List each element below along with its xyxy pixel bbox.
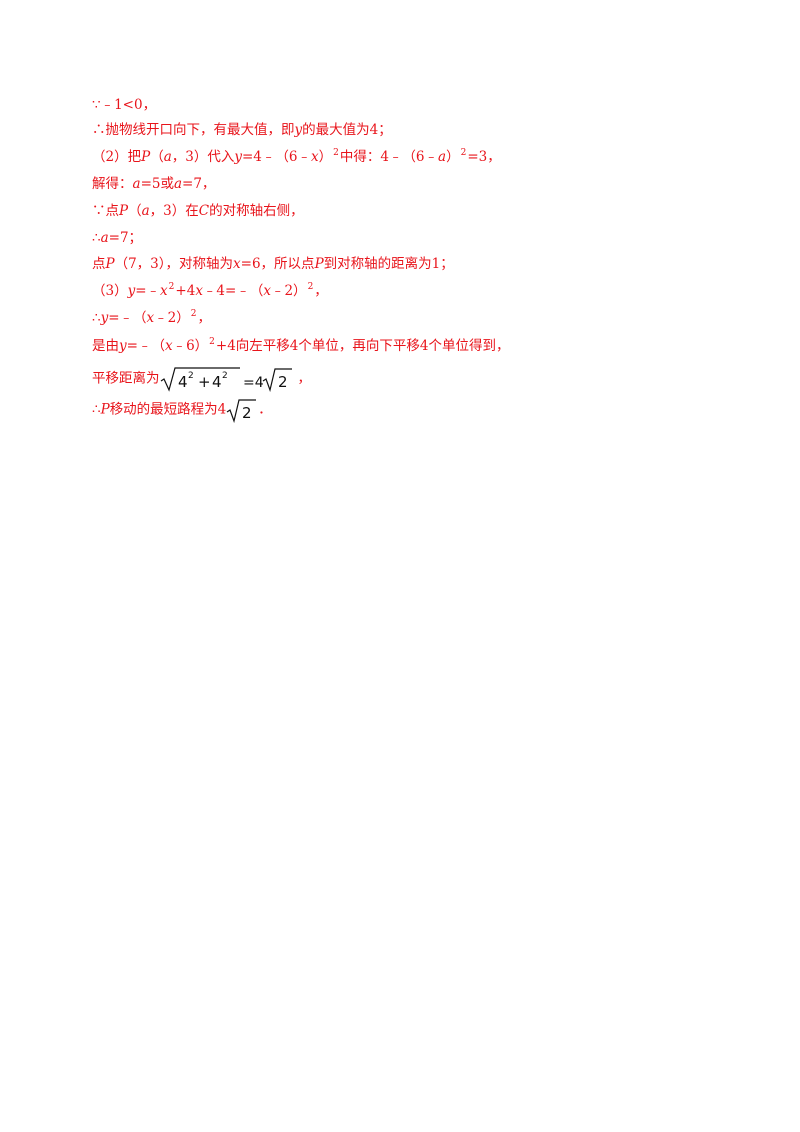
var-y: y: [234, 149, 242, 165]
line-4-part-c: =7，: [182, 176, 216, 192]
var-a: a: [438, 149, 447, 165]
var-P: P: [105, 256, 115, 272]
sqrt-sign-2: [262, 368, 292, 392]
line-6-part-a: ∴: [92, 230, 101, 246]
line-7-part-d: 到对称轴的距离为1；: [323, 256, 454, 272]
line-10-part-b: =﹣（: [126, 338, 165, 354]
solution-line-7: 点P（7，3），对称轴为x=6，所以点P到对称轴的距离为1；: [92, 254, 454, 274]
line-5-part-c: ，3）在: [149, 203, 199, 219]
line-7-part-a: 点: [92, 256, 106, 272]
line-3-part-g: ）: [446, 149, 460, 165]
line-4-part-b: =5或: [140, 176, 174, 192]
var-P: P: [141, 149, 151, 165]
exponent-2: 2: [333, 148, 339, 158]
var-C: C: [198, 203, 210, 219]
var-y: y: [127, 283, 136, 299]
line-12-therefore: ∴: [92, 401, 101, 418]
exponent-2: 2: [460, 148, 467, 158]
line-2-part-a: ∴抛物线开口向下，有最大值，即: [92, 122, 295, 138]
root-two-12: 2: [242, 404, 252, 422]
sqrt-formula: 4 2 + 4 2 =4 2: [160, 367, 292, 392]
var-y: y: [100, 310, 109, 326]
var-a: a: [173, 176, 183, 192]
line-3-part-f: 中得：4﹣（6﹣: [339, 149, 439, 165]
exponent-2: 2: [307, 282, 314, 292]
solution-line-3: （2）把P（a，3）代入y=4﹣（6﹣x）2中得：4﹣（6﹣a）2=3，: [92, 147, 501, 167]
radicand-exp-1: 2: [188, 371, 194, 381]
radicand-plus: +: [198, 373, 211, 391]
line-9-part-a: ∴: [92, 310, 101, 326]
radicand-text: 4: [178, 373, 188, 391]
line-3-part-c: ，3）代入: [171, 149, 235, 165]
line-3-part-h: =3，: [467, 149, 501, 165]
sqrt-sign-3: [226, 399, 257, 423]
solution-line-4: 解得：a=5或a=7，: [92, 174, 215, 194]
line-8-part-f: ，: [314, 283, 328, 299]
exponent-2: 2: [168, 282, 175, 292]
var-a: a: [163, 149, 172, 165]
line-2-part-b: 的最大值为4；: [302, 122, 392, 138]
line-3-part-e: ）: [318, 149, 333, 165]
line-4-part-a: 解得：: [92, 176, 133, 192]
equals-four: =4: [243, 375, 264, 391]
solution-line-9: ∴y=﹣（x﹣2）2，: [92, 308, 211, 328]
var-x: x: [233, 256, 241, 272]
line-10-part-a: 是由: [92, 338, 119, 354]
line-3-part-b: （: [150, 149, 164, 165]
line-9-part-d: ，: [197, 310, 212, 326]
solution-line-8: （3）y=﹣x2+4x﹣4=﹣（x﹣2）2，: [92, 281, 328, 301]
line-6-part-b: =7；: [108, 230, 143, 246]
line-8-part-d: ﹣4=﹣（: [202, 283, 264, 299]
line-11-suffix: ，: [297, 370, 312, 387]
line-10-part-c: ﹣6）: [172, 338, 209, 354]
var-y: y: [119, 338, 127, 354]
line-11-prefix: 平移距离为: [92, 370, 160, 387]
sqrt-sign-1: [160, 367, 240, 392]
var-x: x: [164, 338, 173, 354]
line-8-part-e: ﹣2）: [270, 283, 307, 299]
line-8-part-c: +4: [175, 283, 196, 299]
solution-line-2: ∴抛物线开口向下，有最大值，即y的最大值为4；: [92, 120, 392, 140]
line-5-part-a: ∵点: [92, 203, 119, 219]
radicand-text-2: 4: [212, 373, 222, 391]
line-3-part-a: （2）把: [92, 149, 142, 165]
line-12-text: 移动的最短路程为4: [109, 401, 227, 418]
exponent-2: 2: [209, 337, 215, 347]
var-x: x: [146, 310, 155, 326]
var-x: x: [160, 283, 168, 299]
line-7-part-b: （7，3），对称轴为: [114, 256, 234, 272]
line-3-part-d: =4﹣（6﹣: [241, 149, 311, 165]
line-8-part-b: =﹣: [135, 283, 161, 299]
line-9-part-c: ﹣2）: [154, 310, 190, 326]
sqrt-two: 2: [226, 399, 257, 423]
var-y: y: [294, 122, 303, 138]
line-5-part-d: 的对称轴右侧，: [209, 203, 304, 219]
var-a: a: [100, 230, 109, 246]
var-P: P: [119, 203, 129, 219]
solution-line-12: ∴P移动的最短路程为4 2 ．: [92, 397, 272, 423]
root-two: 2: [278, 373, 288, 391]
var-P: P: [100, 401, 110, 418]
var-x: x: [195, 283, 203, 299]
radicand-exp-2: 2: [222, 371, 228, 381]
exponent-2: 2: [190, 309, 197, 319]
line-8-part-a: （3）: [92, 283, 128, 299]
solution-line-10: 是由y=﹣（x﹣6）2+4向左平移4个单位，再向下平移4个单位得到，: [92, 336, 510, 356]
var-P: P: [314, 256, 324, 272]
line-7-part-c: =6，所以点: [240, 256, 315, 272]
solution-line-5: ∵点P（a，3）在C的对称轴右侧，: [92, 201, 304, 221]
line-10-part-d: +4向左平移4个单位，再向下平移4个单位得到，: [215, 338, 510, 354]
var-a: a: [141, 203, 150, 219]
var-x: x: [310, 149, 319, 165]
var-x: x: [263, 283, 271, 299]
line-12-suffix: ．: [258, 401, 272, 418]
line-9-part-b: =﹣（: [108, 310, 147, 326]
line-5-part-b: （: [128, 203, 142, 219]
var-a: a: [132, 176, 141, 192]
solution-line-6: ∴a=7；: [92, 228, 142, 248]
solution-line-1: ∵﹣1<0，: [92, 95, 156, 115]
solution-line-11: 平移距离为 4 2 + 4 2 =4 2 ，: [92, 366, 311, 392]
line-1-text: ∵﹣1<0，: [92, 97, 157, 113]
